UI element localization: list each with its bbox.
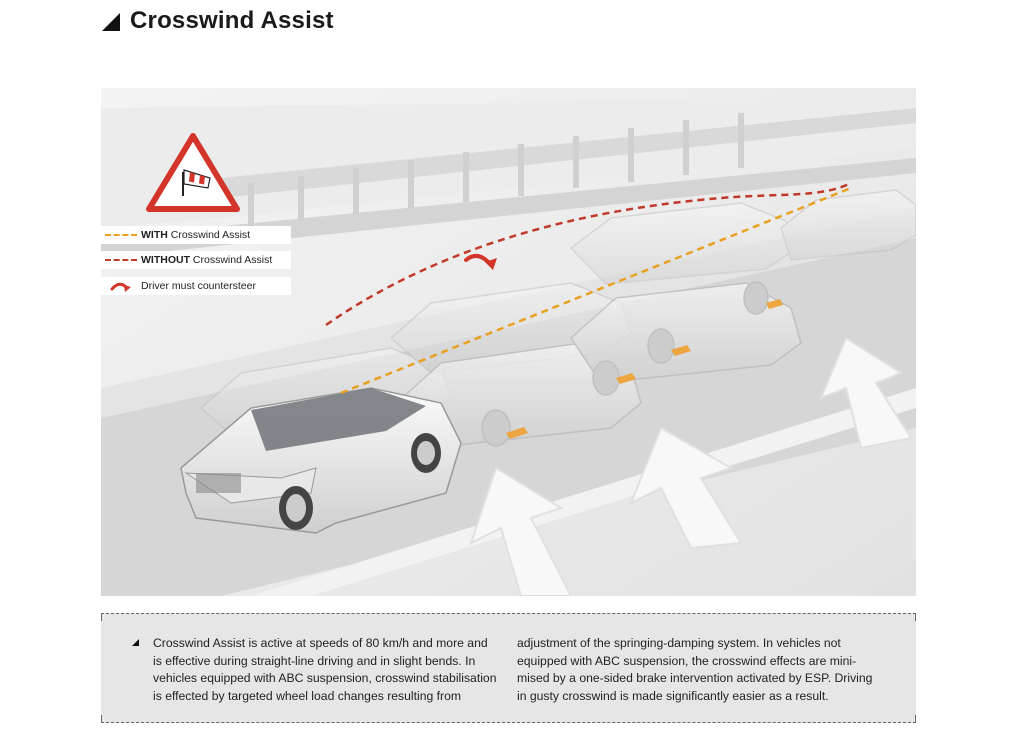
description-column-2: adjustment of the springing-damping syst… <box>517 636 873 703</box>
legend-item-with: WITH Crosswind Assist <box>101 226 291 244</box>
crosswind-warning-sign-icon <box>146 133 240 212</box>
title-triangle-icon <box>102 13 120 31</box>
legend-item-countersteer: Driver must countersteer <box>101 277 291 295</box>
page-header: Crosswind Assist <box>102 6 334 36</box>
with-assist-path <box>340 186 852 395</box>
description-box: Crosswind Assist is active at speeds of … <box>101 613 916 723</box>
bullet-triangle-icon <box>132 639 139 646</box>
countersteer-arrow-icon <box>464 253 497 270</box>
guard-rail <box>101 98 916 258</box>
page-title: Crosswind Assist <box>130 7 334 34</box>
legend-label-without: WITHOUT Crosswind Assist <box>141 254 273 266</box>
legend-label-with: WITH Crosswind Assist <box>141 229 251 241</box>
countersteer-legend-icon <box>110 282 131 292</box>
description-column-1: Crosswind Assist is active at speeds of … <box>153 636 497 703</box>
main-car <box>180 387 462 534</box>
legend-label-countersteer: Driver must countersteer <box>141 280 256 292</box>
crosswind-illustration <box>101 88 916 596</box>
with-line-icon <box>105 234 137 236</box>
wind-arrow-icon <box>469 336 913 596</box>
without-assist-path <box>325 181 852 327</box>
without-line-icon <box>105 259 137 261</box>
legend-item-without: WITHOUT Crosswind Assist <box>101 251 291 269</box>
